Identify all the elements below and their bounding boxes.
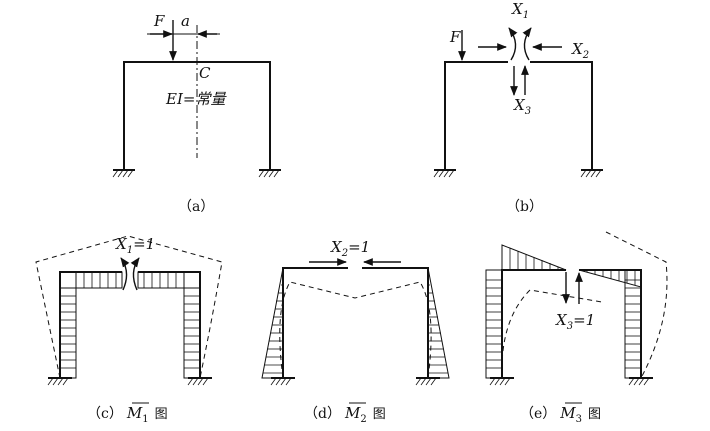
x1-label-b: X1 xyxy=(511,0,529,21)
fixed-support-right-d xyxy=(415,377,440,386)
unit-moment-c-left xyxy=(120,257,130,291)
fixed-support-right-a xyxy=(258,169,281,178)
load-label-a: F xyxy=(153,12,165,30)
point-c-label: C xyxy=(199,64,211,82)
moment-diagram-c xyxy=(59,271,201,379)
frame-c-right xyxy=(138,271,201,378)
unit-label-d: X2=1 xyxy=(330,238,370,259)
fixed-support-left-b xyxy=(433,169,456,178)
deflection-e-right xyxy=(605,231,668,379)
frame-c-left xyxy=(59,271,122,378)
deflection-c xyxy=(35,235,223,379)
deflection-e-left xyxy=(501,289,603,379)
caption-b: （b） xyxy=(506,199,543,215)
fixed-support-left-d xyxy=(270,377,295,386)
moment-x1-right xyxy=(522,27,532,61)
load-label-b: F xyxy=(449,28,461,46)
frame-b-right xyxy=(530,61,593,170)
caption-a: （a） xyxy=(178,199,214,215)
fixed-support-right-c xyxy=(187,377,212,386)
x2-label-b: X2 xyxy=(571,40,589,61)
fixed-support-left-e xyxy=(489,377,514,386)
stiffness-label: EI=常量 xyxy=(165,90,227,108)
fixed-support-right-b xyxy=(580,169,603,178)
fixed-support-left-a xyxy=(112,169,135,178)
fixed-support-right-e xyxy=(628,377,653,386)
panel-a: F a C EI=常量 （a） xyxy=(112,12,281,215)
unit-label-e: X3=1 xyxy=(555,311,595,332)
frame-e-left xyxy=(501,269,566,378)
deflection-d xyxy=(279,281,432,379)
frame-d-left xyxy=(282,267,348,378)
unit-moment-c-right xyxy=(130,257,140,291)
frame-b-left xyxy=(444,61,508,170)
moment-x1-left xyxy=(508,27,518,61)
frame-d-right xyxy=(362,267,429,378)
unit-label-c: X1=1 xyxy=(115,235,155,256)
fixed-support-left-c xyxy=(47,377,72,386)
frame-e-right xyxy=(579,269,642,378)
panel-b: F X1 X2 X3 （b） xyxy=(433,0,603,215)
offset-label-a: a xyxy=(181,12,190,30)
x3-label-b: X3 xyxy=(513,96,531,117)
